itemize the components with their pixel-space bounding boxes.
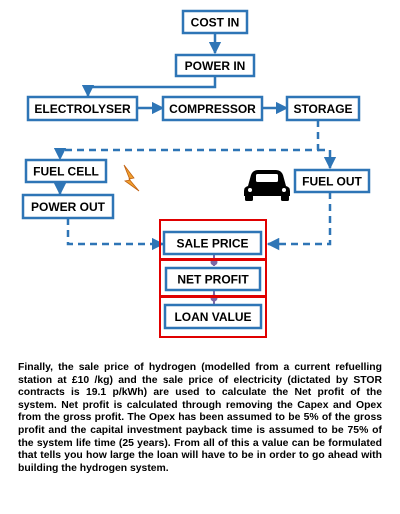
- label-fuel-cell: FUEL CELL: [33, 165, 99, 179]
- highlight-frames: [159, 219, 267, 338]
- arrow-fuelout-to-saleprice: [266, 192, 332, 251]
- box-fuel-cell: [24, 158, 108, 184]
- label-electrolyser: ELECTROLYSER: [34, 102, 131, 116]
- label-storage: STORAGE: [293, 102, 352, 116]
- process-boxes: [21, 9, 371, 330]
- box-compressor: [161, 95, 264, 122]
- box-electrolyser: [26, 95, 139, 122]
- label-cost-in: COST IN: [191, 16, 240, 30]
- arrow-powerout-to-saleprice: [66, 218, 165, 251]
- highlight-loan-value: [159, 296, 267, 338]
- car-icon: [244, 170, 290, 201]
- label-fuel-out: FUEL OUT: [302, 175, 362, 189]
- box-fuel-out: [293, 168, 371, 194]
- label-sale-price: SALE PRICE: [176, 237, 248, 251]
- label-compressor: COMPRESSOR: [169, 102, 256, 116]
- label-loan-value: LOAN VALUE: [174, 310, 251, 324]
- label-net-profit: NET PROFIT: [177, 273, 249, 287]
- arrow-storage-to-fuelcell: [53, 120, 320, 161]
- box-storage: [285, 95, 361, 122]
- box-loan-value: [163, 303, 263, 330]
- box-power-in: [174, 53, 256, 78]
- box-power-out: [21, 193, 115, 220]
- lightning-bolt-icon: [123, 164, 140, 192]
- solid-connectors: [53, 33, 289, 196]
- box-cost-in: [181, 9, 249, 35]
- label-power-in: POWER IN: [185, 59, 246, 73]
- label-power-out: POWER OUT: [31, 200, 106, 214]
- box-sale-price: [162, 230, 263, 256]
- arrow-power-to-electrolyser: [81, 76, 217, 98]
- caption-paragraph: Finally, the sale price of hydrogen (mod…: [18, 362, 382, 474]
- dashed-connectors: [53, 120, 337, 251]
- box-net-profit: [164, 266, 262, 292]
- arrow-storage-to-fuelout: [318, 148, 337, 170]
- process-flow-diagram: COST IN POWER IN ELECTROLYSER COMPRESSOR…: [21, 9, 371, 338]
